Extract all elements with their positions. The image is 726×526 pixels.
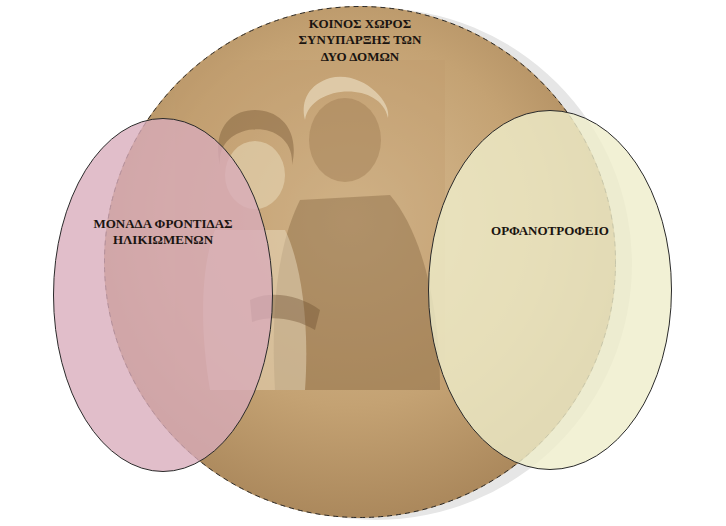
elderly-care-ellipse: ΜΟΝΑΔΑ ΦΡΟΝΤΙΔΑΣ ΗΛΙΚΙΩΜΕΝΩΝ <box>53 118 273 472</box>
elderly-care-ellipse-outline <box>53 118 273 472</box>
orphanage-ellipse: ΟΡΦΑΝΟΤΡΟΦΕΙΟ <box>428 110 672 470</box>
orphanage-ellipse <box>429 111 672 470</box>
node-label: ΜΟΝΑΔΑ ΦΡΟΝΤΙΔΑΣ ΗΛΙΚΙΩΜΕΝΩΝ <box>68 216 258 249</box>
elderly-care-ellipse <box>54 119 273 472</box>
node-label: ΟΡΦΑΝΟΤΡΟΦΕΙΟ <box>445 223 655 239</box>
orphanage-ellipse-outline <box>428 110 672 470</box>
woman-cap <box>304 77 389 120</box>
node-label: ΚΟΙΝΟΣ ΧΩΡΟΣ ΣΥΝΥΠΑΡΞΗΣ ΤΩΝ ΔΥΟ ΔΟΜΩΝ <box>285 16 435 65</box>
woman-head <box>309 98 381 182</box>
